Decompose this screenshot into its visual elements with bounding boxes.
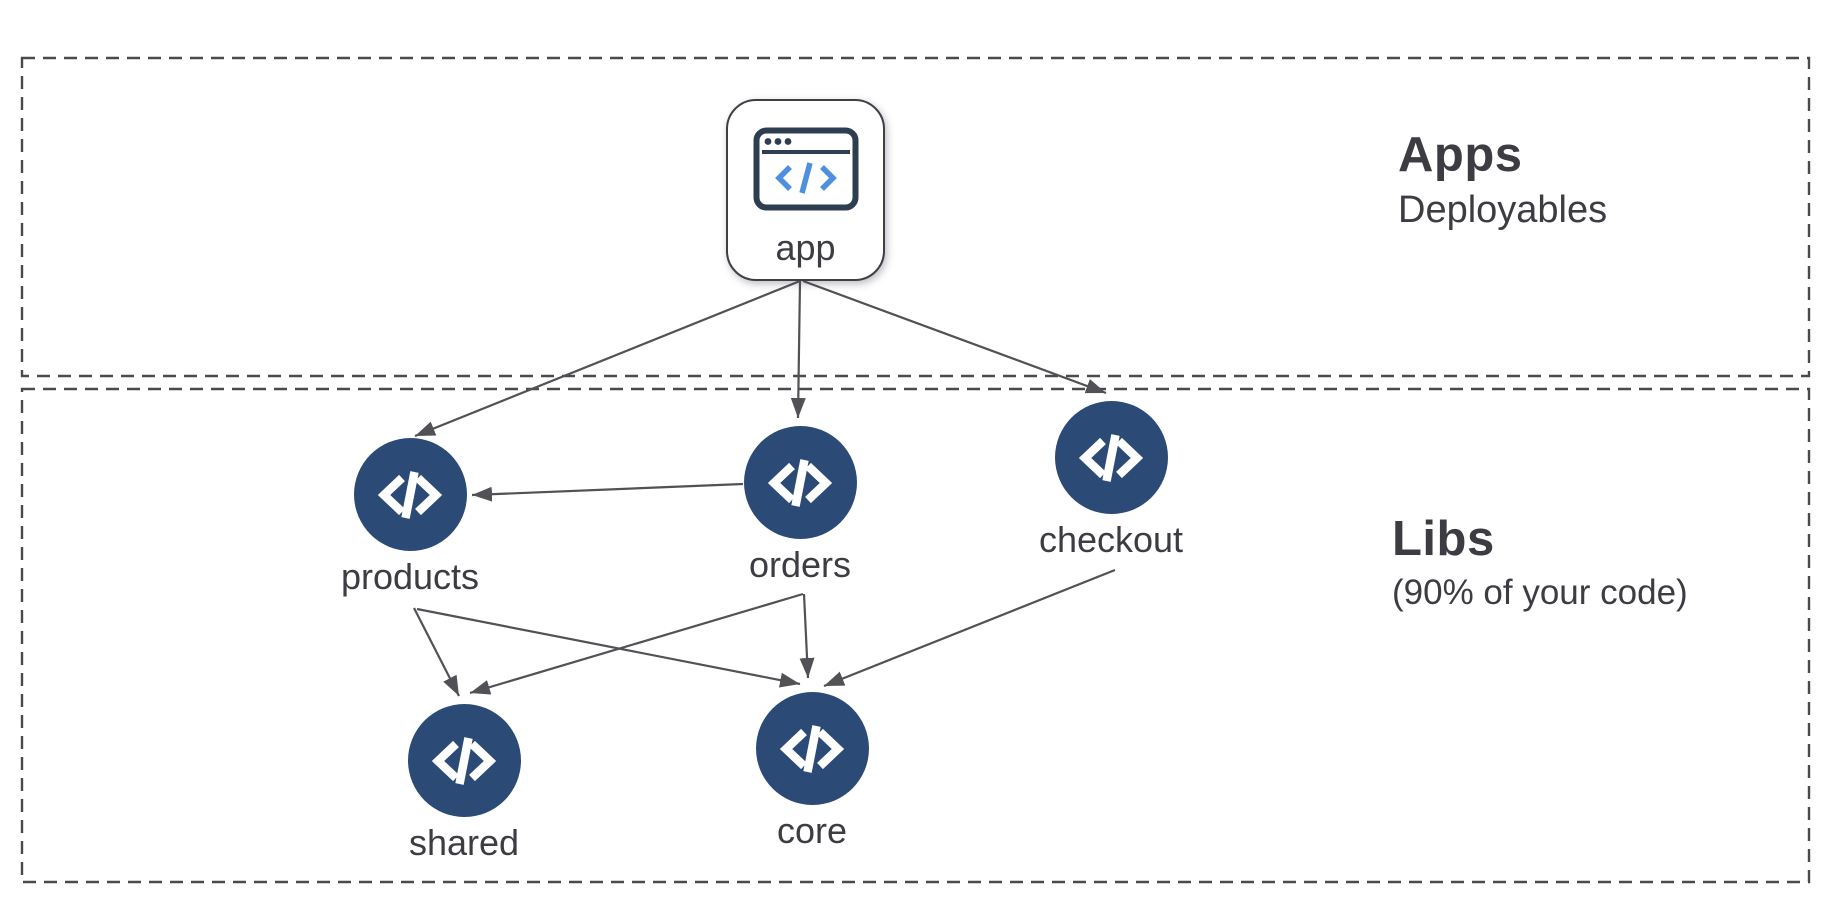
libs-section-border: [20, 387, 1811, 884]
apps-section-border: [20, 56, 1811, 378]
node-products: products: [325, 438, 495, 595]
node-core: core: [727, 692, 897, 849]
edge-products-core: [416, 607, 801, 688]
core-circle: [755, 692, 869, 805]
node-app: app: [726, 99, 885, 281]
edge-orders-core: [799, 593, 815, 679]
node-checkout-label: checkout: [1038, 519, 1184, 560]
edge-app-orders: [790, 280, 806, 419]
code-icon: [780, 724, 844, 773]
edge-app-checkout: [802, 279, 1107, 395]
browser-window-icon: [753, 127, 858, 211]
orders-circle: [743, 426, 857, 539]
node-orders: orders: [715, 426, 885, 583]
node-checkout: checkout: [1026, 401, 1196, 558]
code-icon: [1079, 433, 1143, 482]
section-label-apps: Apps Deployables: [1398, 130, 1607, 232]
edge-orders-products: [471, 482, 744, 502]
edge-orders-shared: [469, 592, 804, 695]
section-label-libs: Libs (90% of your code): [1392, 514, 1688, 612]
edge-products-shared: [413, 607, 460, 697]
libs-section-title: Libs: [1392, 512, 1495, 566]
products-circle: [353, 438, 467, 551]
code-icon: [432, 736, 496, 785]
libs-section-subtitle: (90% of your code): [1392, 572, 1688, 612]
apps-section-title: Apps: [1398, 128, 1523, 182]
node-orders-label: orders: [748, 544, 852, 585]
node-shared: shared: [379, 704, 549, 861]
apps-section-subtitle: Deployables: [1398, 188, 1608, 231]
code-icon: [768, 458, 832, 507]
checkout-circle: [1054, 401, 1168, 514]
node-products-label: products: [340, 556, 480, 597]
code-icon: [378, 470, 442, 519]
node-app-label: app: [775, 227, 836, 268]
edge-app-products: [414, 279, 801, 438]
node-core-label: core: [776, 810, 848, 851]
edge-checkout-core: [823, 568, 1116, 688]
node-shared-label: shared: [408, 822, 520, 863]
shared-circle: [407, 704, 521, 817]
